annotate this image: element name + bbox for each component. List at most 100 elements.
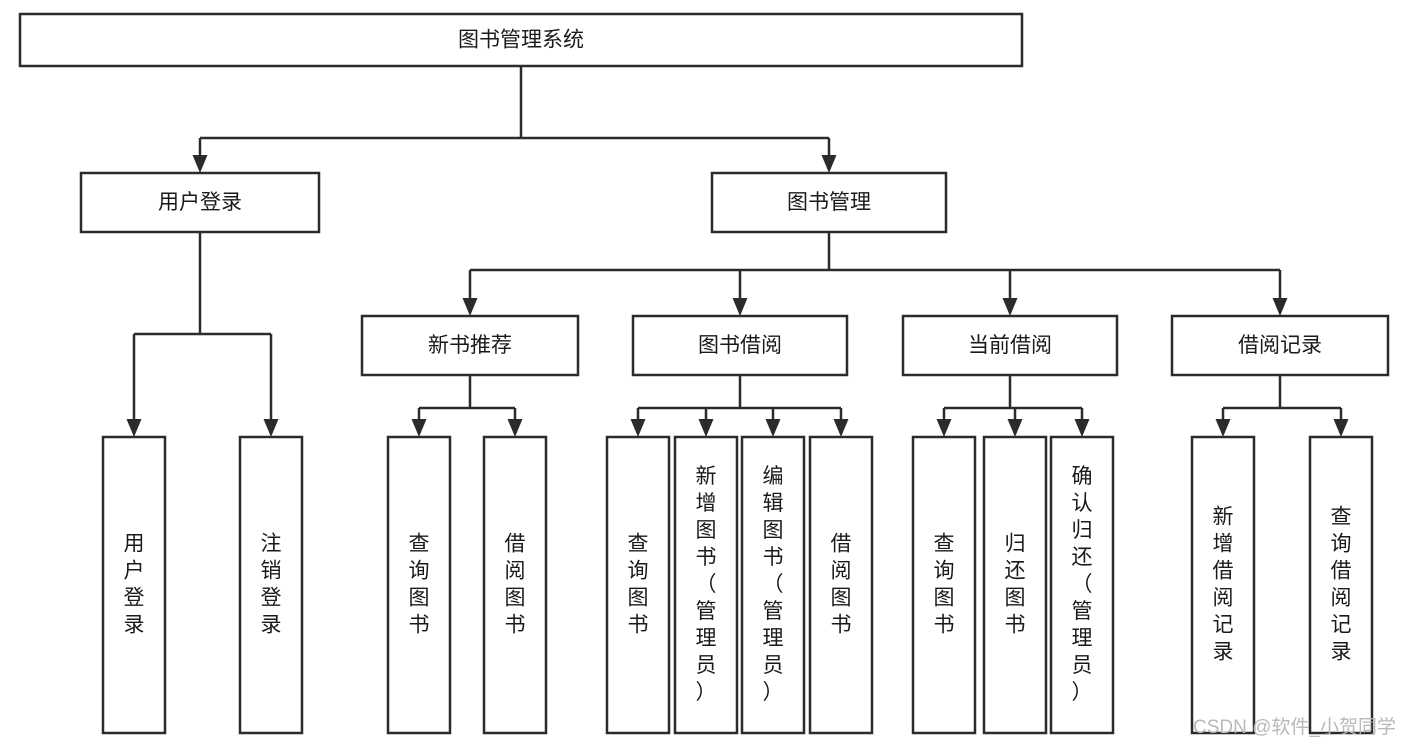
arrow-connector-16 <box>1074 408 1090 437</box>
leaf-label: 注销登录 <box>261 533 282 637</box>
leaf-label: 借阅图书 <box>831 533 852 637</box>
leaf-label: 确认归还（管理员） <box>1072 465 1093 704</box>
arrow-connector-4 <box>1002 270 1018 316</box>
arrow-head <box>126 419 142 437</box>
arrow-head <box>630 419 646 437</box>
leaf-node-12[interactable]: 查询借阅记录 <box>1308 435 1374 735</box>
level2-node-2[interactable]: 当前借阅 <box>901 314 1119 377</box>
connector-root-bus <box>200 66 829 140</box>
connector-book-mgmt-bus <box>470 232 1280 272</box>
root-node-box[interactable] <box>18 12 1024 68</box>
nodes-layer: 图书管理系统用户登录图书管理新书推荐图书借阅当前借阅借阅记录用户登录注销登录查询… <box>18 12 1390 735</box>
arrow-connector-11 <box>698 408 714 437</box>
leaf-node-7[interactable]: 借阅图书 <box>808 435 874 735</box>
leaf-node-9[interactable]: 归还图书 <box>982 435 1048 735</box>
leaf-label: 查询图书 <box>934 533 955 637</box>
level2-node-label: 图书借阅 <box>698 334 782 357</box>
arrow-head <box>698 419 714 437</box>
leaf-box[interactable] <box>386 435 452 735</box>
arrow-connector-7 <box>263 334 279 437</box>
arrow-connector-18 <box>1333 408 1349 437</box>
root-node-title[interactable]: 图书管理系统 <box>18 12 1024 68</box>
leaf-label: 新增图书（管理员） <box>696 465 717 704</box>
arrow-connector-13 <box>833 408 849 437</box>
arrow-connector-5 <box>1272 270 1288 316</box>
leaf-box[interactable] <box>101 435 167 735</box>
level2-node-box[interactable] <box>1170 314 1390 377</box>
leaf-box[interactable] <box>482 435 548 735</box>
leaf-box[interactable] <box>808 435 874 735</box>
arrow-head <box>1007 419 1023 437</box>
leaf-box[interactable] <box>982 435 1048 735</box>
arrow-connector-1 <box>821 138 837 173</box>
arrow-connector-6 <box>126 334 142 437</box>
arrow-head <box>507 419 523 437</box>
arrow-head <box>263 419 279 437</box>
level2-node-box[interactable] <box>631 314 849 377</box>
level2-node-box[interactable] <box>901 314 1119 377</box>
leaf-node-0[interactable]: 用户登录 <box>101 435 167 735</box>
watermark-label: CSDN @软件_小贺同学 <box>1193 716 1396 738</box>
arrow-head <box>1215 419 1231 437</box>
level2-node-1[interactable]: 图书借阅 <box>631 314 849 377</box>
leaf-node-4[interactable]: 查询图书 <box>605 435 671 735</box>
leaf-box[interactable] <box>605 435 671 735</box>
arrow-head <box>192 155 208 173</box>
leaf-box[interactable] <box>238 435 304 735</box>
level2-node-box[interactable] <box>360 314 580 377</box>
connector-record-bus <box>1223 375 1341 410</box>
leaf-label: 归还图书 <box>1005 533 1026 637</box>
leaf-box[interactable] <box>740 435 806 735</box>
level1-node-1[interactable]: 图书管理 <box>710 171 948 234</box>
leaf-box[interactable] <box>673 435 739 735</box>
arrow-connector-14 <box>936 408 952 437</box>
root-node-label: 图书管理系统 <box>458 29 584 52</box>
leaf-node-10[interactable]: 确认归还（管理员） <box>1049 435 1115 735</box>
connector-current-bus <box>944 375 1082 410</box>
arrow-head <box>1272 298 1288 316</box>
level1-node-box[interactable] <box>710 171 948 234</box>
arrow-head <box>462 298 478 316</box>
level2-node-label: 借阅记录 <box>1238 334 1322 357</box>
arrow-head <box>765 419 781 437</box>
leaf-box[interactable] <box>911 435 977 735</box>
level2-node-0[interactable]: 新书推荐 <box>360 314 580 377</box>
arrow-head <box>821 155 837 173</box>
arrow-head <box>833 419 849 437</box>
leaf-box[interactable] <box>1049 435 1115 735</box>
arrow-head <box>1002 298 1018 316</box>
leaf-node-8[interactable]: 查询图书 <box>911 435 977 735</box>
level1-node-0[interactable]: 用户登录 <box>79 171 321 234</box>
leaf-label: 新增借阅记录 <box>1213 506 1234 664</box>
arrow-connector-15 <box>1007 408 1023 437</box>
edges-layer <box>126 66 1349 437</box>
arrow-connector-10 <box>630 408 646 437</box>
level2-node-3[interactable]: 借阅记录 <box>1170 314 1390 377</box>
connector-new-book-bus <box>419 375 515 410</box>
leaf-label: 用户登录 <box>124 533 145 637</box>
connector-borrow-book-bus <box>638 375 841 410</box>
leaf-box[interactable] <box>1190 435 1256 735</box>
leaf-node-6[interactable]: 编辑图书（管理员） <box>740 435 806 735</box>
level2-node-label: 新书推荐 <box>428 334 512 357</box>
arrow-connector-2 <box>462 270 478 316</box>
leaf-node-2[interactable]: 查询图书 <box>386 435 452 735</box>
leaf-box[interactable] <box>1308 435 1374 735</box>
arrow-head <box>1074 419 1090 437</box>
leaf-node-3[interactable]: 借阅图书 <box>482 435 548 735</box>
leaf-node-11[interactable]: 新增借阅记录 <box>1190 435 1256 735</box>
arrow-head <box>1333 419 1349 437</box>
arrow-connector-0 <box>192 138 208 173</box>
leaf-node-5[interactable]: 新增图书（管理员） <box>673 435 739 735</box>
level1-node-box[interactable] <box>79 171 321 234</box>
arrow-connector-9 <box>507 408 523 437</box>
arrow-connector-8 <box>411 408 427 437</box>
level1-node-label: 图书管理 <box>787 191 871 214</box>
leaf-label: 查询图书 <box>409 533 430 637</box>
arrow-connector-17 <box>1215 408 1231 437</box>
leaf-node-1[interactable]: 注销登录 <box>238 435 304 735</box>
connector-user-login-bus <box>134 232 271 336</box>
leaf-label: 借阅图书 <box>505 533 526 637</box>
